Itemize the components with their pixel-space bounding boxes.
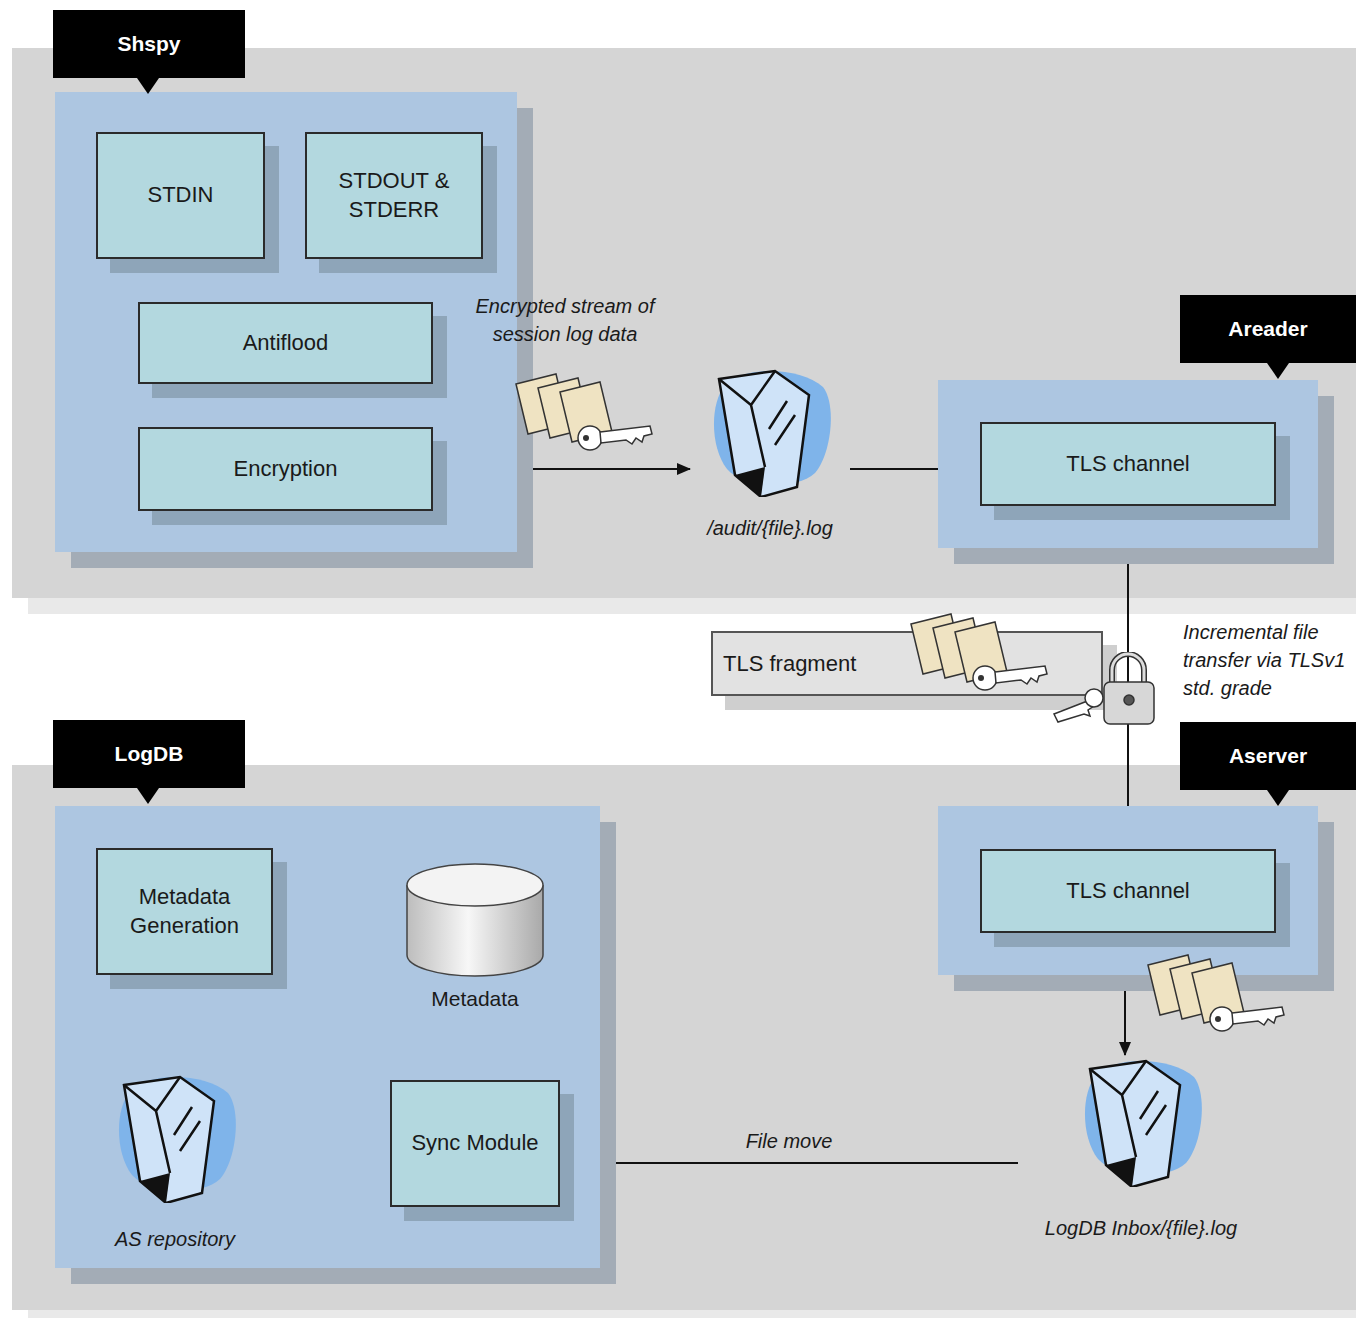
process-box: Sync Module	[390, 1080, 560, 1207]
encrypted-files-icon	[911, 614, 1047, 690]
flow-arrow	[1127, 506, 1129, 849]
tag-pointer	[1267, 790, 1289, 806]
edge-label: File move	[746, 1127, 833, 1155]
cylinder-symbol	[405, 861, 545, 979]
box-label: Encryption	[234, 455, 338, 483]
database-cylinder: Metadata	[400, 861, 550, 1011]
file-icon: /audit/{file}.log	[690, 365, 850, 540]
box-label: STDOUT & STDERR	[313, 167, 475, 223]
file-symbol	[110, 1071, 240, 1203]
component-tag: Aserver	[1180, 722, 1356, 790]
file-symbol	[705, 365, 835, 497]
process-box: STDOUT & STDERR	[305, 132, 483, 259]
component-panel: LogDBMetadata GenerationMetadataSync Mod…	[55, 806, 600, 1268]
process-box: STDIN	[96, 132, 265, 259]
process-box: Encryption	[138, 427, 433, 511]
component-panel: ShspySTDINSTDOUT & STDERRAntifloodEncryp…	[55, 92, 517, 552]
process-box: TLS channel	[980, 849, 1276, 933]
component-tag: Areader	[1180, 295, 1356, 363]
annotation: Encrypted stream of session log data	[440, 292, 690, 348]
component-panel: AserverTLS channel	[938, 806, 1318, 975]
padlock-icon	[1054, 654, 1154, 724]
component-name: Areader	[1228, 317, 1307, 341]
file-path: /audit/{file}.log	[707, 517, 833, 540]
box-label: Sync Module	[411, 1129, 538, 1157]
file-path: AS repository	[115, 1228, 235, 1251]
tag-pointer	[1267, 363, 1289, 379]
box-label: TLS fragment	[723, 651, 856, 677]
annotation: Incremental file transfer via TLSv1 std.…	[1183, 618, 1353, 702]
flow-arrow	[560, 1162, 1018, 1164]
box-label: TLS channel	[1066, 877, 1190, 905]
process-box: Metadata Generation	[96, 848, 273, 975]
tag-pointer	[137, 788, 159, 804]
encrypted-files-icon	[1148, 955, 1284, 1031]
store-name: Metadata	[431, 987, 519, 1011]
component-name: Aserver	[1229, 744, 1307, 768]
component-panel: AreaderTLS channel	[938, 380, 1318, 548]
component-name: Shspy	[117, 32, 180, 56]
file-icon: LogDB Inbox/{file}.log	[1018, 1055, 1264, 1240]
component-tag: LogDB	[53, 720, 245, 788]
file-symbol	[1076, 1055, 1206, 1187]
process-box: Antiflood	[138, 302, 433, 384]
component-name: LogDB	[115, 742, 184, 766]
component-tag: Shspy	[53, 10, 245, 78]
file-icon: AS repository	[85, 1071, 265, 1251]
process-box: TLS channel	[980, 422, 1276, 506]
fragment-box: TLS fragment	[711, 631, 1103, 696]
box-label: Antiflood	[243, 329, 329, 357]
box-label: STDIN	[148, 181, 214, 209]
box-label: TLS channel	[1066, 450, 1190, 478]
file-path: LogDB Inbox/{file}.log	[1045, 1217, 1237, 1240]
tag-pointer	[137, 78, 159, 94]
encrypted-files-icon	[516, 374, 652, 450]
box-label: Metadata Generation	[104, 883, 265, 939]
